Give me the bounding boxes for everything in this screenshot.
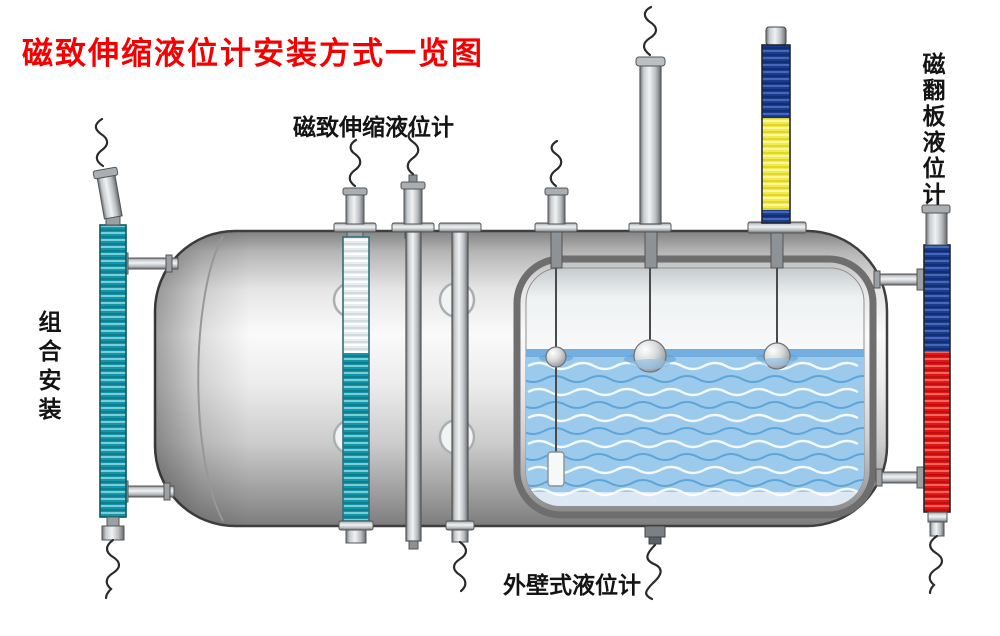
signal-cable xyxy=(452,540,468,593)
signal-cable xyxy=(94,117,109,168)
label-magnetostrictive-gauge: 磁致伸缩液位计 xyxy=(293,115,454,141)
signal-cable xyxy=(642,5,658,57)
flap-liquid-section xyxy=(924,352,950,512)
sensor-head xyxy=(403,187,423,225)
combined-install-gauge xyxy=(92,117,179,600)
column-empty-section xyxy=(343,237,369,353)
internal-sensor-tube xyxy=(547,451,565,487)
magnetic-flap-gauge xyxy=(873,204,951,595)
top-mounted-sensor xyxy=(544,139,569,225)
label-combined-install: 组合安装 xyxy=(34,310,60,426)
signal-cable xyxy=(348,138,362,188)
float-ball xyxy=(545,346,567,368)
tank-dished-head-seam xyxy=(197,235,224,522)
indicator-cap xyxy=(765,26,787,46)
sensor-head xyxy=(925,211,948,246)
sensor-head xyxy=(96,173,123,220)
flap-indicator-column xyxy=(761,26,791,224)
signal-cable xyxy=(645,543,662,601)
tank-cutaway-window xyxy=(513,255,877,519)
mounting-brackets xyxy=(873,268,925,489)
diagram-title: 磁致伸缩液位计安装方式一览图 xyxy=(22,36,484,72)
indicator-yellow-section xyxy=(762,118,790,210)
column-liquid-section xyxy=(343,353,369,521)
signal-cable xyxy=(549,139,563,188)
signal-cable xyxy=(406,127,420,176)
magnetostrictive-gauge-column xyxy=(338,138,374,544)
indicator-blue-section xyxy=(762,45,790,118)
probe-rod-1 xyxy=(400,127,426,550)
signal-cable xyxy=(104,538,121,600)
external-wall-gauge-rod xyxy=(445,231,475,593)
label-external-wall-gauge: 外壁式液位计 xyxy=(503,573,641,599)
water-surface-band xyxy=(526,349,864,357)
internal-floats xyxy=(539,268,798,487)
label-magnetic-flap-gauge: 磁翻板液位计 xyxy=(918,52,944,208)
flap-empty-section xyxy=(924,245,950,352)
bottom-drain xyxy=(644,525,666,601)
tall-standpipe xyxy=(635,5,666,225)
sensor-head xyxy=(345,193,365,225)
tank-end-cap-shading xyxy=(155,231,250,526)
signal-cable xyxy=(928,534,944,595)
teal-indicator-column xyxy=(99,224,127,518)
cutaway-wall-ring xyxy=(513,255,877,519)
sensor-head xyxy=(547,193,566,225)
water xyxy=(526,349,864,498)
